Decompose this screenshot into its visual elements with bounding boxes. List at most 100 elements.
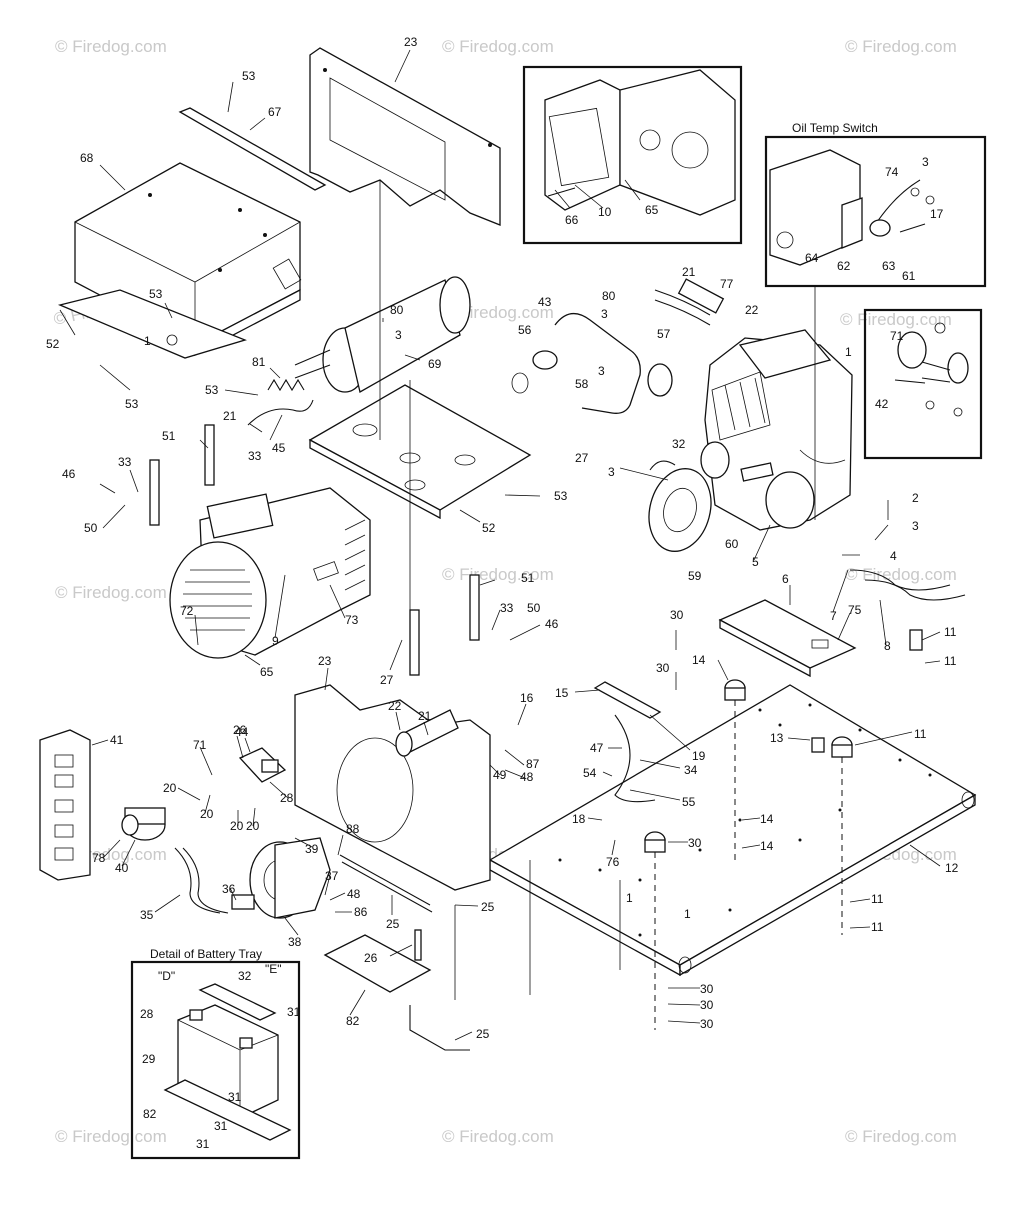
callout-label: 50 (84, 521, 98, 535)
callout-label: 30 (688, 836, 702, 850)
callout-label: 32 (238, 969, 252, 983)
callout-label: 53 (554, 489, 568, 503)
callout-label: 31 (214, 1119, 228, 1133)
callout-label: 54 (583, 766, 597, 780)
callout-label: 53 (149, 287, 163, 301)
callout-label: 44 (235, 725, 249, 739)
callout-label: 77 (720, 277, 734, 291)
callout-label: 33 (248, 449, 262, 463)
callout-label: 31 (287, 1005, 301, 1019)
battery-tray-title: Detail of Battery Tray (150, 947, 262, 961)
callout-label: 7 (830, 609, 837, 623)
callout-label: 51 (521, 571, 535, 585)
callout-label: 2 (912, 491, 919, 505)
callout-label: 19 (692, 749, 706, 763)
callout-label: 27 (380, 673, 394, 687)
fuel-hose (182, 847, 229, 914)
watermark: © Firedog.com (55, 37, 167, 56)
adapter-gasket (648, 468, 712, 552)
callout-label: 5 (752, 555, 759, 569)
spring (267, 378, 305, 392)
callout-label: 58 (575, 377, 589, 391)
callout-label: 3 (912, 519, 919, 533)
callout-label: 1 (144, 334, 151, 348)
callout-label: 10 (598, 205, 612, 219)
callout-label: 30 (670, 608, 684, 622)
callout-label: 48 (520, 770, 534, 784)
callout-label: 61 (902, 269, 916, 283)
callout-label: 68 (80, 151, 94, 165)
callout-label: 1 (626, 891, 633, 905)
callout-label: 64 (805, 251, 819, 265)
muffler-mount-plate (308, 384, 532, 520)
callout-label: 20 (230, 819, 244, 833)
callout-label: 3 (395, 328, 402, 342)
rubber-mount (724, 679, 746, 701)
control-panel-strip (39, 729, 91, 881)
callout-label: 52 (482, 521, 496, 535)
callout-label: 30 (700, 998, 714, 1012)
wire (864, 579, 966, 601)
callout-label: 43 (538, 295, 552, 309)
callout-label: 13 (770, 731, 784, 745)
watermark: © Firedog.com (442, 1127, 554, 1146)
callout-label: 78 (92, 851, 106, 865)
control-box-housing (57, 107, 327, 359)
callout-label: 53 (242, 69, 256, 83)
rubber-mount (831, 736, 853, 758)
watermark: © Firedog.com (840, 310, 952, 329)
callout-label: 65 (260, 665, 274, 679)
callout-label: 3 (922, 155, 929, 169)
callout-label: 20 (200, 807, 214, 821)
air-intake-hose (654, 278, 725, 326)
watermark: © Firedog.com (845, 37, 957, 56)
detail-box-sensor (863, 308, 983, 460)
callout-label: 30 (700, 1017, 714, 1031)
detail-box-battery-tray (130, 960, 301, 1160)
callout-label: 33 (500, 601, 514, 615)
bracket (149, 459, 160, 526)
callout-label: 12 (945, 861, 959, 875)
engine (700, 329, 853, 531)
callout-label: 87 (526, 757, 540, 771)
rubber-mount (644, 831, 666, 853)
callout-label: 23 (318, 654, 332, 668)
callout-label: 55 (682, 795, 696, 809)
bracket (469, 574, 480, 641)
callout-label: 38 (288, 935, 302, 949)
callout-label: 71 (193, 738, 207, 752)
callout-label: 60 (725, 537, 739, 551)
battery-tray-bracket (323, 934, 470, 1051)
callout-label: 31 (228, 1090, 242, 1104)
fuel-hose (174, 847, 221, 914)
callout-label: 57 (657, 327, 671, 341)
callout-label: 35 (140, 908, 154, 922)
callout-label: 26 (364, 951, 378, 965)
callout-label: 82 (143, 1107, 157, 1121)
generator-alternator (169, 487, 371, 659)
callout-label: 36 (222, 882, 236, 896)
callout-label: 11 (944, 654, 957, 668)
intake-tube (395, 709, 459, 757)
detail-box-oil-temp-switch (764, 135, 987, 288)
exhaust-pipe (511, 313, 673, 414)
callout-label: 31 (196, 1137, 210, 1151)
tie-rod (339, 854, 431, 906)
callout-label: 39 (305, 842, 319, 856)
cable-bracket (593, 681, 662, 719)
callout-label: 88 (346, 822, 360, 836)
callout-label: 28 (280, 791, 294, 805)
callout-label: 53 (205, 383, 219, 397)
callout-label: 1 (684, 907, 691, 921)
callout-label: 65 (645, 203, 659, 217)
callout-label: 48 (347, 887, 361, 901)
label-e: "E" (265, 962, 282, 976)
callout-label: 1 (845, 345, 852, 359)
callout-label: 20 (246, 819, 260, 833)
callout-label: 86 (354, 905, 368, 919)
battery (163, 983, 292, 1141)
callout-label: 73 (345, 613, 359, 627)
oil-temp-switch-title: Oil Temp Switch (792, 121, 878, 135)
